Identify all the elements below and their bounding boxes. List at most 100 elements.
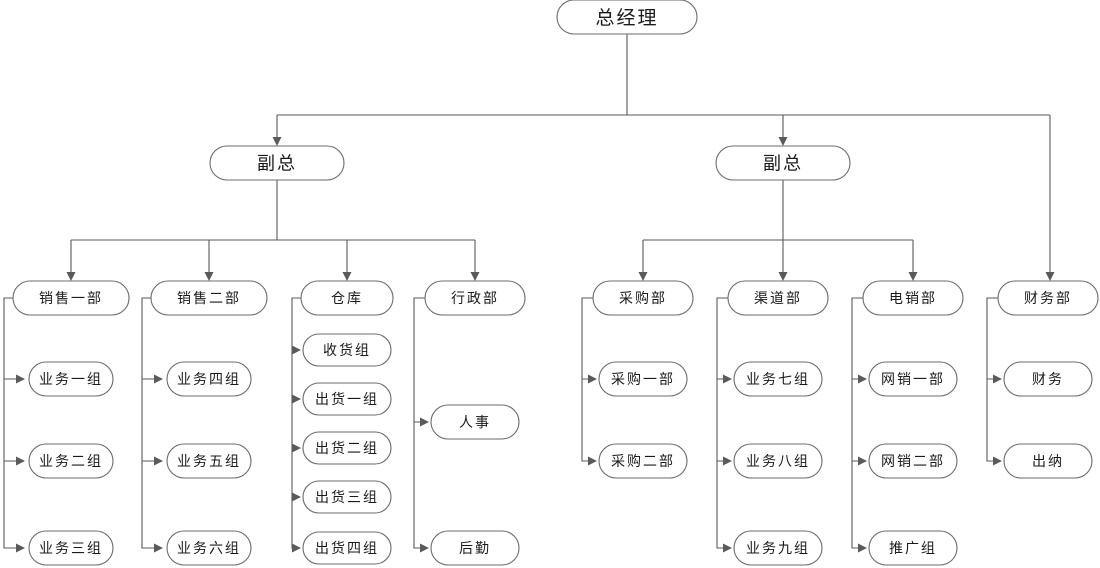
node-team_tel_2[interactable]: 网销二部 xyxy=(868,443,958,479)
node-team_ch_8[interactable]: 业务八组 xyxy=(733,443,823,479)
node-shape xyxy=(868,361,958,397)
node-shape xyxy=(1003,361,1093,397)
node-label: 副总 xyxy=(257,154,297,175)
node-dept_channel[interactable]: 渠道部 xyxy=(727,280,829,316)
node-label: 仓库 xyxy=(331,291,363,307)
arrow-head-icon xyxy=(16,543,25,553)
connector-bus_left-to-dept_sales2 xyxy=(204,240,214,281)
node-dept_sales2[interactable]: 销售二部 xyxy=(150,280,268,316)
connector-dept_warehouse-to-team_wh_out1 xyxy=(291,350,301,404)
connector-dept_sales1-to-team_s1_3 xyxy=(3,461,25,553)
node-label: 采购部 xyxy=(619,291,667,307)
arrow-head-icon xyxy=(470,272,480,281)
node-team_s1_1[interactable]: 业务一组 xyxy=(28,361,114,397)
node-vp_left[interactable]: 副总 xyxy=(209,145,345,181)
connector-bus_right-to-dept_channel xyxy=(778,240,788,281)
connector-dept_warehouse-to-team_wh_recv xyxy=(291,297,304,355)
node-team_pur_1[interactable]: 采购一部 xyxy=(598,361,688,397)
arrow-head-icon xyxy=(858,456,867,466)
node-dept_admin[interactable]: 行政部 xyxy=(424,280,526,316)
node-team_ch_9[interactable]: 业务九组 xyxy=(733,530,823,566)
connector-path xyxy=(71,180,475,241)
arrow-head-icon xyxy=(858,374,867,384)
node-label: 推广组 xyxy=(889,541,937,557)
node-shape xyxy=(302,431,392,465)
connector-dept_telesales-to-team_tel_3 xyxy=(851,461,867,553)
node-label: 财务部 xyxy=(1024,291,1072,307)
node-label: 销售一部 xyxy=(39,291,103,307)
arrow-head-icon xyxy=(204,272,214,281)
node-label: 副总 xyxy=(763,154,803,175)
connector-path xyxy=(141,379,157,462)
node-team_tel_3[interactable]: 推广组 xyxy=(868,530,958,566)
arrow-head-icon xyxy=(342,272,352,281)
connector-path xyxy=(643,180,913,241)
node-dept_purchase[interactable]: 采购部 xyxy=(592,280,694,316)
connector-path xyxy=(581,297,594,380)
connector-path xyxy=(413,422,423,549)
node-team_wh_out4[interactable]: 出货四组 xyxy=(302,531,392,565)
node-root[interactable]: 总经理 xyxy=(556,0,698,35)
arrow-head-icon xyxy=(66,272,76,281)
node-team_wh_out1[interactable]: 出货一组 xyxy=(302,382,392,416)
arrow-head-icon xyxy=(908,272,918,281)
node-team_ch_7[interactable]: 业务七组 xyxy=(733,361,823,397)
arrow-head-icon xyxy=(292,394,301,404)
arrow-head-icon xyxy=(638,272,648,281)
node-vp_right[interactable]: 副总 xyxy=(715,145,851,181)
connector-dept_warehouse-to-team_wh_out3 xyxy=(291,448,301,502)
arrow-head-icon xyxy=(723,543,732,553)
connector-vp_left-to-bus_left xyxy=(71,180,475,241)
connector-dept_admin-to-team_admin_log xyxy=(413,422,429,553)
node-label: 出货四组 xyxy=(315,540,379,557)
node-team_s1_2[interactable]: 业务二组 xyxy=(28,443,114,479)
node-dept_sales1[interactable]: 销售一部 xyxy=(12,280,130,316)
node-label: 出纳 xyxy=(1032,454,1064,470)
node-team_fin_acc[interactable]: 财务 xyxy=(1003,361,1093,397)
connector-path xyxy=(291,399,295,449)
connector-path xyxy=(851,297,864,380)
node-team_pur_2[interactable]: 采购二部 xyxy=(598,443,688,479)
node-label: 销售二部 xyxy=(177,291,241,307)
node-shape xyxy=(556,0,698,35)
node-team_s1_3[interactable]: 业务三组 xyxy=(28,530,114,566)
arrow-head-icon xyxy=(993,456,1002,466)
node-team_s2_6[interactable]: 业务六组 xyxy=(166,530,252,566)
node-team_admin_hr[interactable]: 人事 xyxy=(430,404,520,440)
node-dept_warehouse[interactable]: 仓库 xyxy=(300,280,394,316)
node-dept_finance[interactable]: 财务部 xyxy=(997,280,1099,316)
arrow-head-icon xyxy=(272,137,282,146)
connector-dept_sales1-to-team_s1_1 xyxy=(3,297,25,384)
arrow-head-icon xyxy=(292,492,301,502)
node-team_s2_5[interactable]: 业务五组 xyxy=(166,443,252,479)
node-label: 业务一组 xyxy=(39,372,103,388)
connector-dept_channel-to-team_ch_8 xyxy=(716,379,732,466)
connector-dept_finance-to-team_fin_cash xyxy=(986,379,1002,466)
node-team_fin_cash[interactable]: 出纳 xyxy=(1003,443,1093,479)
node-team_tel_1[interactable]: 网销一部 xyxy=(868,361,958,397)
arrow-head-icon xyxy=(1045,272,1055,281)
node-label: 业务九组 xyxy=(746,541,810,557)
node-shape xyxy=(302,382,392,416)
node-label: 业务三组 xyxy=(39,541,103,557)
node-label: 业务二组 xyxy=(39,454,103,470)
node-team_wh_out3[interactable]: 出货三组 xyxy=(302,480,392,514)
connector-path xyxy=(3,379,19,462)
node-team_wh_out2[interactable]: 出货二组 xyxy=(302,431,392,465)
connector-dept_sales2-to-team_s2_6 xyxy=(141,461,163,553)
node-dept_telesales[interactable]: 电销部 xyxy=(862,280,964,316)
arrow-head-icon xyxy=(154,543,163,553)
connector-path xyxy=(3,461,19,549)
connector-dept_finance-to-team_fin_acc xyxy=(986,297,1002,384)
connector-path xyxy=(141,297,157,380)
node-team_s2_4[interactable]: 业务四组 xyxy=(166,361,252,397)
arrow-head-icon xyxy=(292,443,301,453)
node-team_admin_log[interactable]: 后勤 xyxy=(430,530,520,566)
connector-path xyxy=(716,461,726,549)
connector-dept_sales1-to-team_s1_2 xyxy=(3,379,25,466)
node-team_wh_recv[interactable]: 收货组 xyxy=(302,333,392,367)
node-shape xyxy=(715,145,851,181)
arrow-head-icon xyxy=(723,374,732,384)
connector-root-to-vp_right xyxy=(778,115,788,146)
